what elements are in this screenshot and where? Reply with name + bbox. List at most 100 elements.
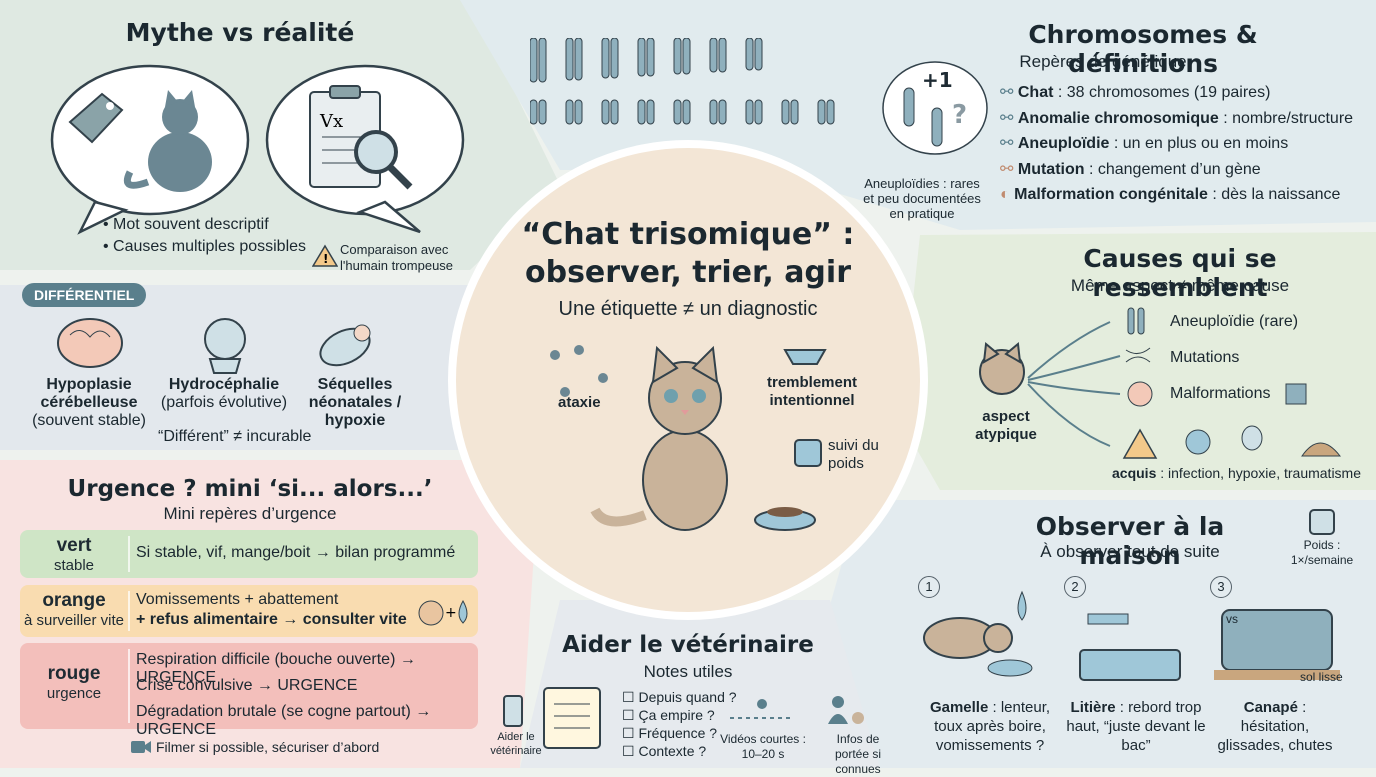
check-item-1: Depuis quand ? <box>622 688 736 706</box>
diff-item-2-title: Hydrocéphalie <box>168 376 280 393</box>
step-2-number: 2 <box>1064 576 1086 598</box>
kitten-icon <box>590 345 728 531</box>
cat-face-icon <box>979 342 1025 395</box>
oxygen-mask-icon <box>1241 425 1263 451</box>
virus-icon <box>1185 429 1211 455</box>
chromosome-shape <box>754 99 763 125</box>
brain-icon <box>57 318 123 368</box>
sick-cat-icon: + <box>418 599 468 626</box>
chromosome-shape <box>646 99 655 125</box>
chromosome-shape <box>709 99 718 125</box>
diff-item-2-detail: (parfois évolutive) <box>160 394 288 411</box>
chromosome-shape <box>718 99 727 125</box>
embryo-icon <box>1127 381 1153 407</box>
dna-icon: ⚯ <box>1000 84 1018 101</box>
check-item-2: Ça empire ? <box>622 706 737 724</box>
observer-subtitle: À observer tout de suite <box>1040 542 1220 561</box>
chromosome-shape <box>574 99 583 125</box>
step-1-number: 1 <box>918 576 940 598</box>
observer-title: Observer à la maison <box>1035 512 1225 570</box>
label-suivi: suivi du poids <box>828 437 879 472</box>
plus-one-label: +1 <box>922 68 953 92</box>
causes-title: Causes qui se ressemblent <box>1083 244 1277 302</box>
chromosome-shape <box>790 99 799 125</box>
def-row-2: ⚯ Anomalie chromosomique : nombre/struct… <box>1000 109 1354 127</box>
diff-icons <box>57 318 371 374</box>
chromosome-shape <box>565 38 574 81</box>
puzzle-icon <box>1285 383 1307 405</box>
svg-text:+: + <box>445 605 457 621</box>
tag-icon <box>68 92 124 144</box>
causes-diagram <box>979 307 1342 459</box>
chromo-note: Aneuploïdies : rares et peu documentées … <box>863 176 981 221</box>
urgence-footer: Filmer si possible, sécuriser d’abord <box>156 739 380 755</box>
chromosome-shape <box>781 99 790 125</box>
observer-illustrations <box>923 590 1340 681</box>
chromosome-shape <box>682 38 691 75</box>
cat-drinking-icon <box>923 590 1033 677</box>
timeline-icon <box>730 699 790 719</box>
chromosome-icon: ⚯ <box>1000 135 1018 152</box>
vert-line-1: Si stable, vif, mange/boit → bilan progr… <box>136 544 456 561</box>
scale-icon <box>794 439 822 467</box>
bump-icon <box>1301 442 1342 457</box>
chromosome-shape <box>682 99 691 125</box>
question-mark: ? <box>952 100 968 130</box>
embryo-icon: ◐ <box>1000 186 1015 203</box>
observer-panel-bg <box>820 500 1376 768</box>
chromosome-shape <box>530 99 538 125</box>
warning-icon: ! <box>312 244 338 267</box>
causes-source: aspect atypique <box>975 408 1037 443</box>
label-ataxie: ataxie <box>558 394 601 411</box>
chromosome-shape <box>530 38 538 83</box>
orange-state: à surveiller vite <box>23 612 125 629</box>
label-tremblement: tremblement intentionnel <box>766 374 858 409</box>
magnifier-icon <box>354 130 413 190</box>
chromosome-shape <box>646 38 655 77</box>
bowl-icon <box>783 349 827 365</box>
diff-item-1-detail: (souvent stable) <box>32 412 146 429</box>
chromo-title: Chromosomes & définitions <box>1028 20 1258 78</box>
kitten-illustration <box>550 345 827 531</box>
myth-bullet-1: Mot souvent descriptif <box>103 216 269 234</box>
orange-line-2: + refus alimentaire → consulter vite <box>136 611 407 628</box>
notepad-icon <box>543 687 601 749</box>
center-title-line1: “Chat trisomique” : <box>521 217 855 252</box>
aider-portee: Infos de portée si connues <box>834 732 882 776</box>
check-item-3: Fréquence ? <box>622 724 737 742</box>
rouge-line-3: Dégradation brutale (se cogne partout) →… <box>136 703 432 738</box>
chromosome-icon: ⚯ <box>1000 109 1018 127</box>
myth-bullet-2: Causes multiples possibles <box>103 238 306 256</box>
camera-icon <box>131 741 151 753</box>
chromosome-shape <box>754 38 763 71</box>
diff-item-3-title: Séquelles néonatales / hypoxie <box>308 376 402 429</box>
svg-text:!: ! <box>323 252 328 266</box>
myth-title: Mythe vs réalité <box>125 18 355 47</box>
aider-subtitle: Notes utiles <box>643 662 733 681</box>
diff-note: “Différent” ≠ incurable <box>158 428 312 445</box>
chromosome-shape <box>673 38 682 75</box>
causes-acquis: acquis : infection, hypoxie, traumatisme <box>1112 465 1362 481</box>
observer-poids: Poids : 1×/semaine <box>1290 538 1354 567</box>
branch-mutations: Mutations <box>1170 349 1240 366</box>
scale-icon <box>1309 509 1335 535</box>
aider-icons-left <box>503 687 601 749</box>
couch-icon <box>1214 609 1340 680</box>
branch-aneuploidie: Aneuploïdie (rare) <box>1170 313 1299 330</box>
warning-icon <box>1122 428 1158 459</box>
rouge-line-2: Crise convulsive → URGENCE <box>136 677 358 694</box>
aider-panel-bg <box>520 600 880 768</box>
step-3-text: Canapé : hésitation, glissades, chutes <box>1217 699 1333 754</box>
chromosome-shape <box>601 38 610 79</box>
chromosome-shape <box>538 38 547 83</box>
def-row-3: ⚯ Aneuploïdie : un en plus ou en moins <box>1000 135 1289 152</box>
chromosome-shape <box>601 99 610 125</box>
chromosome-shape <box>817 99 826 125</box>
chromosome-shape <box>718 38 727 73</box>
def-row-1: ⚯ Chat : 38 chromosomes (19 paires) <box>1000 84 1271 101</box>
causes-subtitle: Même aspect ≠ même cause <box>1070 276 1290 295</box>
person-cat-icon <box>828 696 864 724</box>
